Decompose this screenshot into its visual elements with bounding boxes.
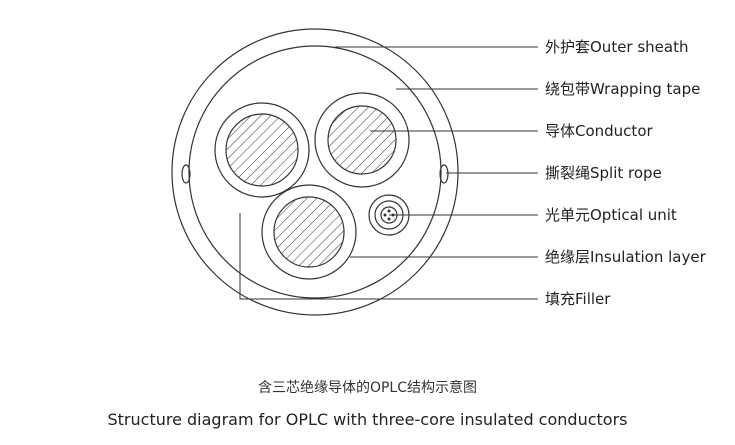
fiber-1 — [387, 209, 391, 213]
outer-sheath — [171, 28, 459, 316]
label-outer-sheath: 外护套Outer sheath — [545, 38, 689, 56]
caption-chinese: 含三芯绝缘导体的OPLC结构示意图 — [257, 380, 478, 396]
split-rope-right — [439, 164, 449, 184]
label-filler: 填充Filler — [545, 290, 611, 308]
label-split-rope: 撕裂绳Split rope — [545, 164, 662, 182]
insulation-layer-3 — [261, 184, 357, 280]
insulation-layer-2 — [314, 92, 410, 188]
wrapping-tape — [188, 45, 442, 299]
label-optical-unit: 光单元Optical unit — [545, 206, 677, 224]
label-insulation-layer: 绝缘层Insulation layer — [545, 248, 706, 266]
label-conductor: 导体Conductor — [545, 122, 653, 140]
conductor-2 — [327, 105, 397, 175]
label-wrapping-tape: 绕包带Wrapping tape — [545, 80, 701, 98]
split-rope-left — [181, 164, 191, 184]
fiber-2 — [383, 213, 387, 217]
conductor-1 — [225, 113, 299, 187]
caption-english: Structure diagram for OPLC with three-co… — [107, 410, 628, 429]
leader-filler — [239, 213, 538, 300]
conductor-3 — [273, 196, 345, 268]
fiber-4 — [387, 217, 391, 221]
insulation-layer-1 — [214, 102, 310, 198]
